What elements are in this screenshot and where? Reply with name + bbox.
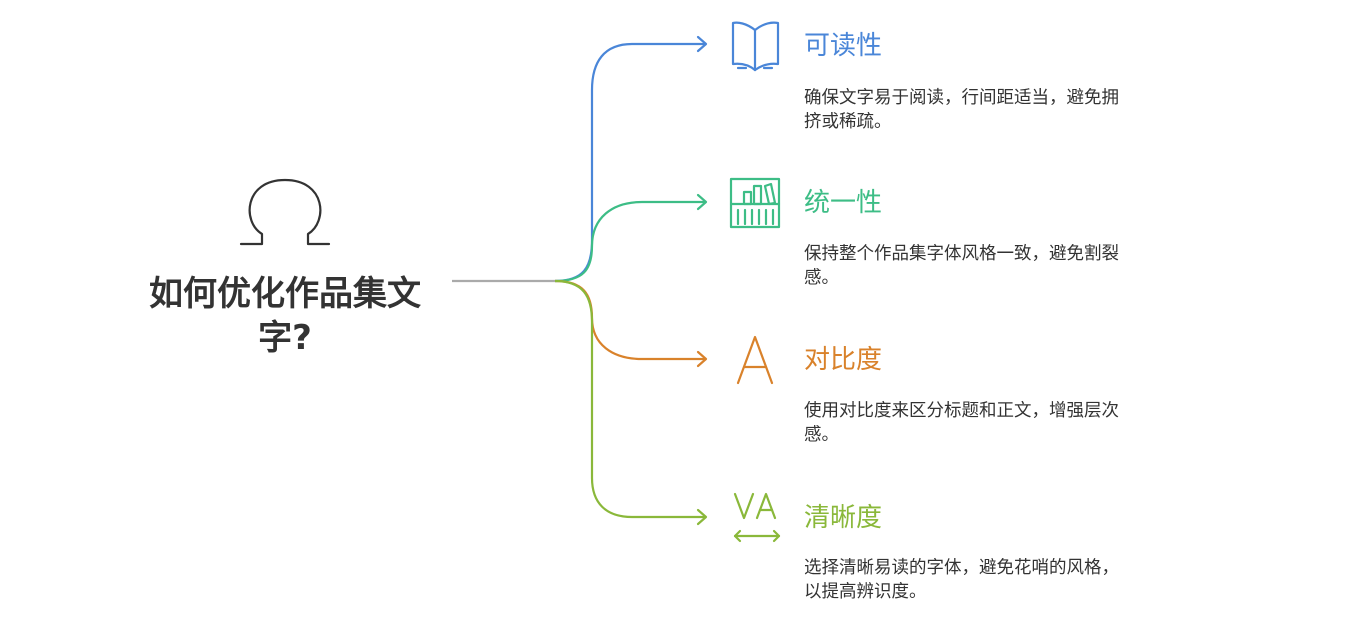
central-topic-line-2: 字? <box>258 318 312 358</box>
connector-contrast <box>554 279 706 361</box>
branch-desc-clarity-line-2: 以提高辨识度。 <box>804 582 927 602</box>
open-book-icon <box>731 21 780 72</box>
branch-title-readability: 可读性 <box>804 31 883 61</box>
branch-desc-readability-line-2: 挤或稀疏。 <box>804 112 892 132</box>
branch-desc-contrast-line-1: 使用对比度来区分标题和正文，增强层次 <box>804 401 1119 421</box>
branch-title-clarity: 清晰度 <box>804 503 883 533</box>
arrow-contrast <box>696 350 708 368</box>
arrow-consistency <box>696 193 708 211</box>
branch-desc-clarity-line-1: 选择清晰易读的字体，避免花哨的风格， <box>804 558 1119 578</box>
arrow-clarity <box>696 508 708 526</box>
branch-desc-consistency: 保持整个作品集字体风格一致，避免割裂 感。 <box>804 242 1204 290</box>
branch-desc-clarity: 选择清晰易读的字体，避免花哨的风格， 以提高辨识度。 <box>804 556 1204 604</box>
bookshelf-icon <box>729 177 781 229</box>
va-kerning-icon <box>733 492 781 543</box>
connector-consistency <box>554 200 706 283</box>
connector-readability <box>554 42 706 283</box>
branch-desc-contrast: 使用对比度来区分标题和正文，增强层次 感。 <box>804 399 1204 447</box>
letter-a-icon <box>736 335 774 385</box>
central-topic-line-1: 如何优化作品集文 <box>149 274 421 314</box>
branch-desc-consistency-line-2: 感。 <box>804 268 839 288</box>
arrow-readability <box>696 35 708 53</box>
omega-icon <box>239 178 331 246</box>
branch-desc-consistency-line-1: 保持整个作品集字体风格一致，避免割裂 <box>804 244 1119 264</box>
central-topic: 如何优化作品集文 字? <box>130 272 440 360</box>
branch-desc-readability: 确保文字易于阅读，行间距适当，避免拥 挤或稀疏。 <box>804 86 1204 134</box>
branch-desc-contrast-line-2: 感。 <box>804 425 839 445</box>
connector-clarity <box>554 279 706 519</box>
branch-desc-readability-line-1: 确保文字易于阅读，行间距适当，避免拥 <box>804 88 1119 108</box>
branch-title-consistency: 统一性 <box>804 188 883 218</box>
branch-title-contrast: 对比度 <box>804 345 883 375</box>
